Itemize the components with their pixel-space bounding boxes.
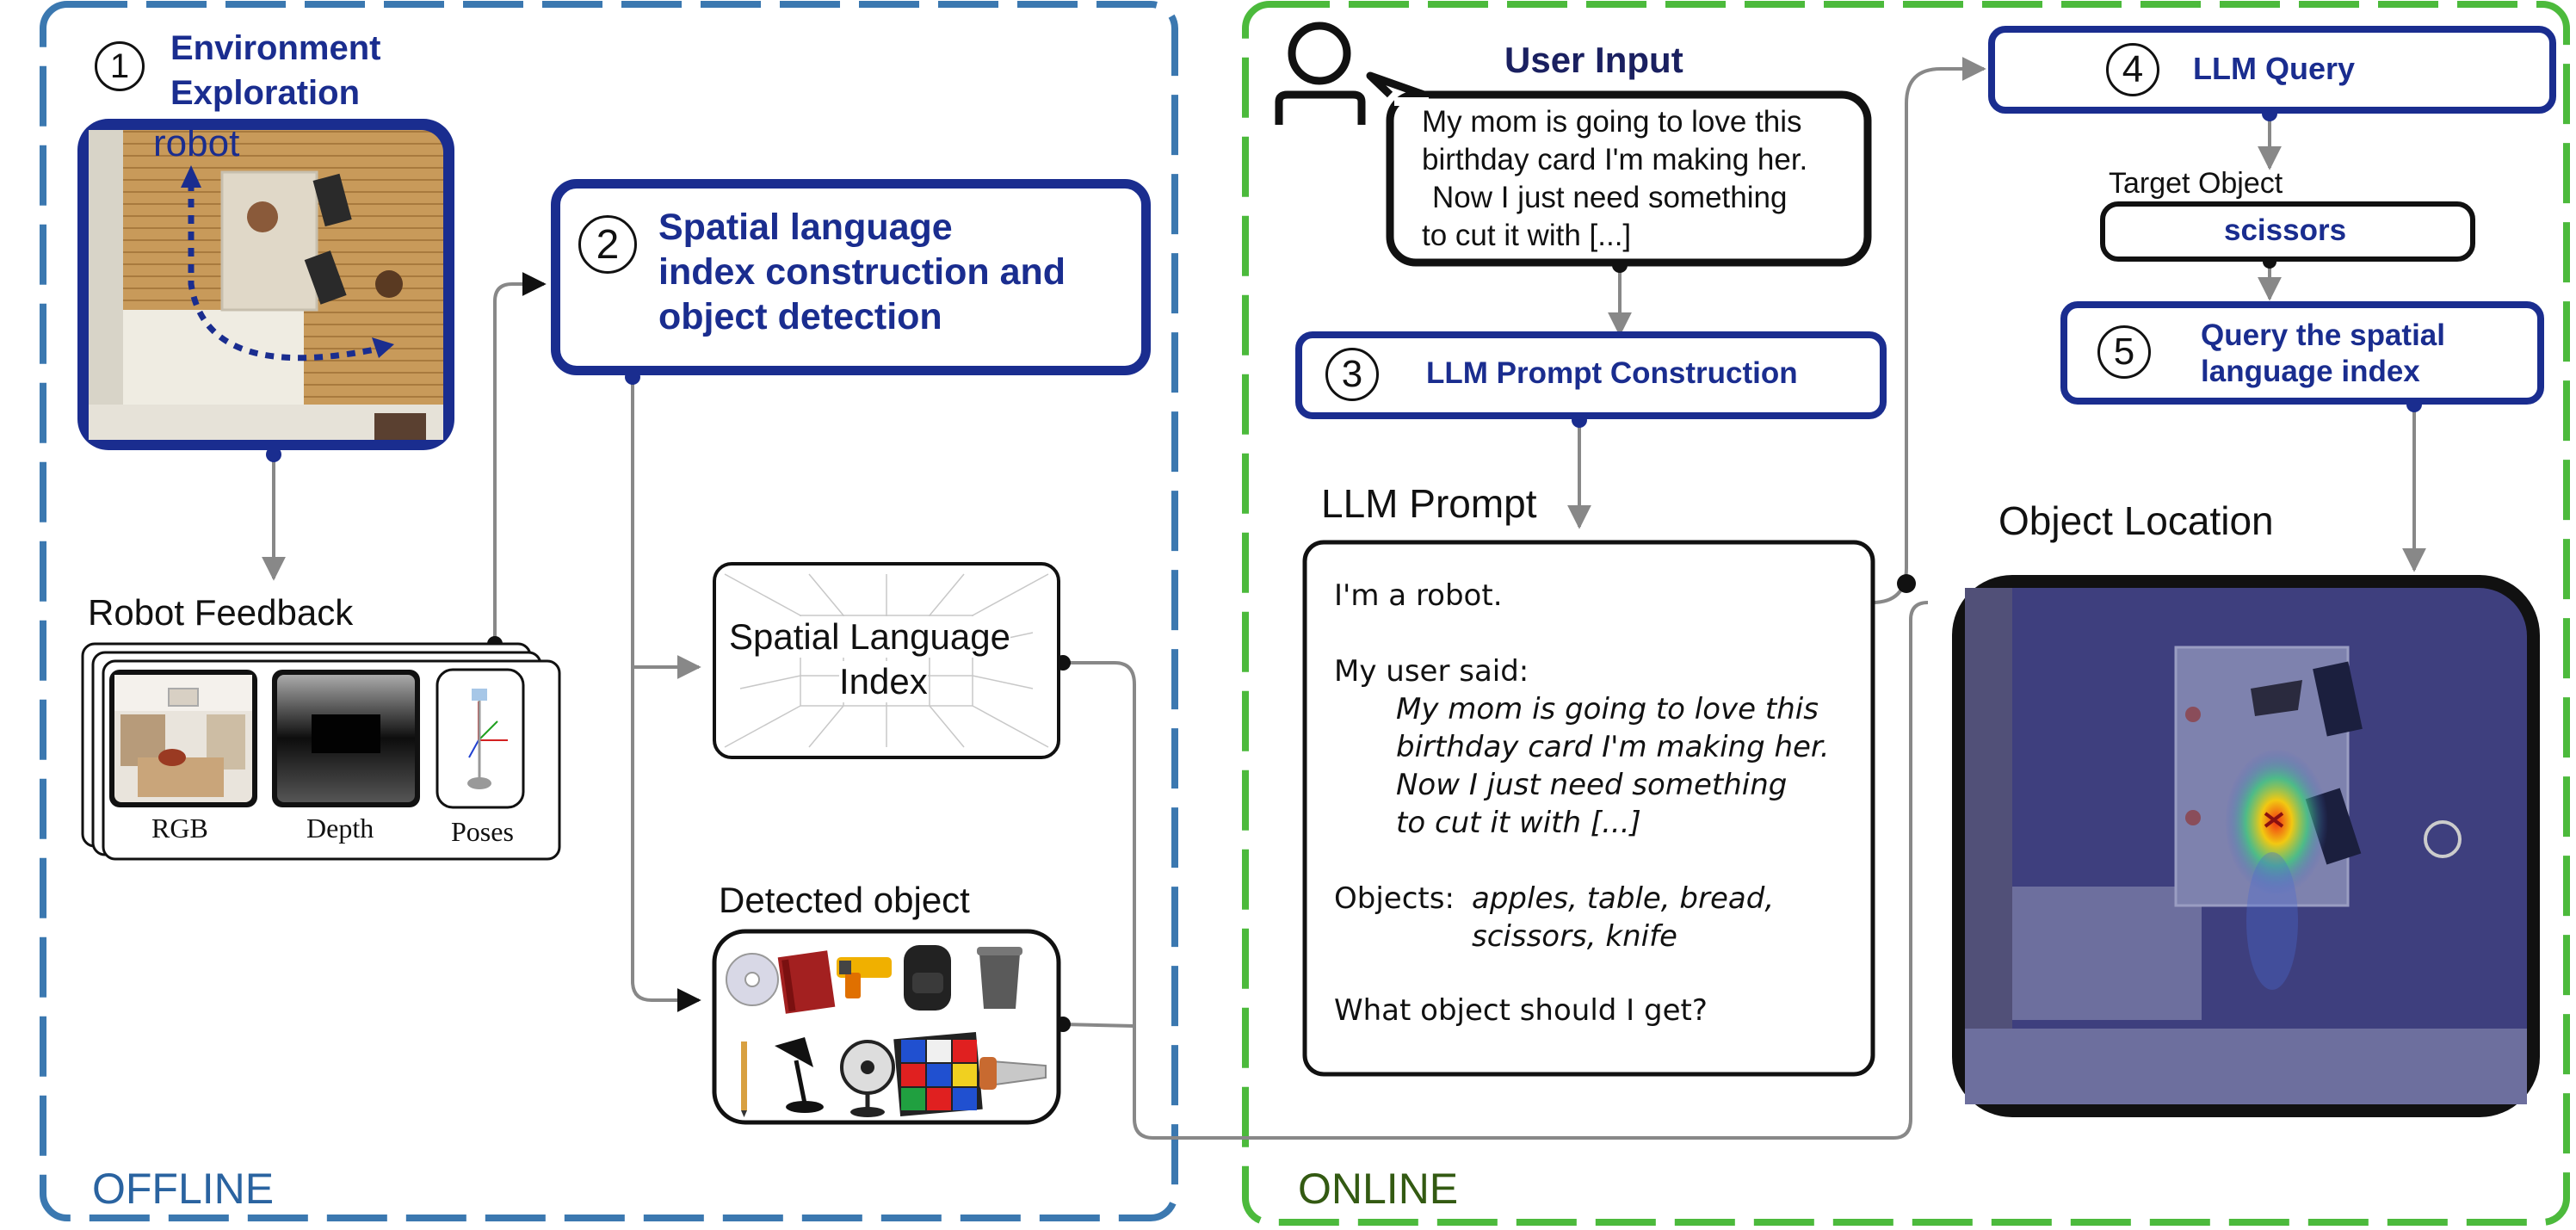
step2-line1: Spatial language: [658, 207, 953, 248]
detected-object-title: Detected object: [719, 880, 970, 920]
prompt-objects-line1: apples, table, bread,: [1472, 881, 1775, 916]
user-input-line2: birthday card I'm making her.: [1422, 143, 1808, 176]
llm-prompt-box: [1302, 540, 1875, 1077]
index-label-line2: Index: [839, 661, 928, 702]
speech-bubble: [1366, 71, 1872, 267]
robot-label: robot: [153, 122, 240, 164]
step3-number: 3: [1325, 348, 1379, 401]
user-icon: [1275, 22, 1366, 125]
object-location-title: Object Location: [1998, 498, 2274, 543]
poses-thumbnail: [436, 668, 525, 809]
step4-box: [1988, 26, 2556, 114]
detected-objects-box: [712, 929, 1061, 1125]
saw-icon: [979, 1057, 1047, 1090]
step1-title-line2: Exploration: [170, 74, 361, 112]
prompt-objects-line2: scissors, knife: [1472, 919, 1677, 954]
object-location-map: [1952, 575, 2540, 1117]
prompt-quote-line3: Now I just need something: [1396, 768, 1788, 802]
trash-can-icon: [977, 947, 1022, 1009]
step4-label: LLM Query: [2193, 51, 2356, 86]
fan-icon: [840, 1040, 895, 1117]
rubiks-cube-icon: [893, 1031, 983, 1117]
step2-number: 2: [578, 215, 637, 274]
depth-thumbnail: [272, 670, 420, 807]
prompt-quote-line1: My mom is going to love this: [1396, 692, 1819, 726]
user-input-title: User Input: [1504, 40, 1683, 80]
target-object-title: Target Object: [2109, 167, 2283, 200]
step5-line2: language index: [2201, 355, 2420, 388]
backpack-icon: [904, 945, 951, 1011]
connector-dot: [1897, 574, 1916, 593]
llm-prompt-title: LLM Prompt: [1321, 481, 1537, 526]
connector-step2-detected: [631, 667, 701, 1012]
prompt-quote-line4: to cut it with [...]: [1396, 806, 1641, 840]
blaster-icon: [837, 957, 892, 998]
robot-feedback-title: Robot Feedback: [88, 592, 354, 633]
target-object-value: scissors: [2224, 213, 2347, 247]
user-input-line4: to cut it with [...]: [1422, 219, 1632, 252]
user-input-line1: My mom is going to love this: [1422, 105, 1802, 139]
exploration-map: [77, 119, 454, 450]
step3-label: LLM Prompt Construction: [1426, 356, 1798, 390]
offline-panel: [40, 1, 1178, 1221]
pencil-icon: [741, 1041, 747, 1117]
offline-region-label: OFFLINE: [92, 1165, 275, 1213]
step5-number: 5: [2097, 325, 2151, 379]
online-panel: [1242, 1, 2570, 1226]
step5-line1: Query the spatial: [2201, 318, 2445, 352]
prompt-objects-label: Objects:: [1334, 881, 1455, 916]
step1-number: 1: [95, 41, 145, 91]
target-object-box: [2100, 201, 2475, 262]
rgb-label: RGB: [151, 813, 208, 844]
connector-prompt-step4: [1871, 57, 1986, 604]
depth-label: Depth: [306, 813, 374, 844]
step3-box: [1295, 331, 1887, 419]
connector-index-to-query: [1063, 601, 1929, 1140]
rgb-thumbnail: [109, 670, 257, 807]
poses-label: Poses: [451, 816, 514, 847]
step2-line3: object detection: [658, 296, 942, 337]
step4-number: 4: [2106, 43, 2159, 96]
connector-detected-to-query: [1062, 1023, 1135, 1028]
connector-step2-index: [631, 379, 701, 679]
book-icon: [777, 950, 836, 1014]
step2-box: [551, 179, 1151, 375]
connector-feedback-step2: [493, 272, 547, 641]
prompt-quote-line2: birthday card I'm making her.: [1396, 730, 1830, 764]
prompt-question: What object should I get?: [1334, 993, 1708, 1028]
online-region-label: ONLINE: [1298, 1165, 1459, 1213]
index-label-line1: Spatial Language: [729, 616, 1010, 658]
step1-title-line1: Environment: [170, 29, 381, 67]
lamp-icon: [775, 1037, 824, 1113]
connector-dot: [266, 447, 281, 462]
prompt-intro: I'm a robot.: [1334, 578, 1503, 613]
prompt-user-said: My user said:: [1334, 654, 1529, 689]
user-input-line3: Now I just need something: [1432, 181, 1788, 214]
cd-icon: [726, 953, 779, 1006]
step2-line2: index construction and: [658, 251, 1066, 293]
